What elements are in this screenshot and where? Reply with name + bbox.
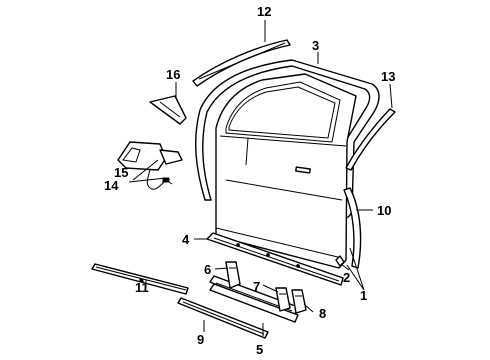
callout-4: 4 (182, 232, 190, 247)
callout-10: 10 (377, 203, 391, 218)
door-frame-weatherstrip (195, 59, 380, 219)
roof-rail-molding (192, 39, 291, 87)
callout-9: 9 (197, 332, 204, 347)
callout-1: 1 (360, 288, 367, 303)
callout-15: 15 (114, 165, 128, 180)
leader-lines (128, 20, 393, 336)
molding-clip-7 (275, 287, 291, 312)
door-shell (215, 73, 357, 269)
mirror-bracket (149, 95, 187, 125)
callout-13: 13 (381, 69, 395, 84)
pillar-molding (343, 187, 362, 269)
callout-16: 16 (166, 67, 180, 82)
callout-2: 2 (343, 270, 350, 285)
callout-8: 8 (319, 306, 326, 321)
lower-clip (335, 255, 345, 267)
callout-5: 5 (256, 342, 263, 357)
rocker-molding (206, 232, 344, 286)
molding-clip-8 (291, 289, 307, 314)
molding-clip-6 (225, 261, 241, 289)
callouts: 1 2 3 4 5 6 7 8 9 10 11 12 13 14 15 16 (104, 4, 395, 357)
callout-6: 6 (204, 262, 211, 277)
rear-edge-molding (345, 108, 396, 171)
callout-12: 12 (257, 4, 271, 19)
callout-14: 14 (104, 178, 119, 193)
callout-11: 11 (135, 280, 149, 295)
callout-3: 3 (312, 38, 319, 53)
front-side-molding (91, 263, 189, 295)
lower-molding-strip (177, 297, 269, 339)
callout-7: 7 (253, 279, 260, 294)
